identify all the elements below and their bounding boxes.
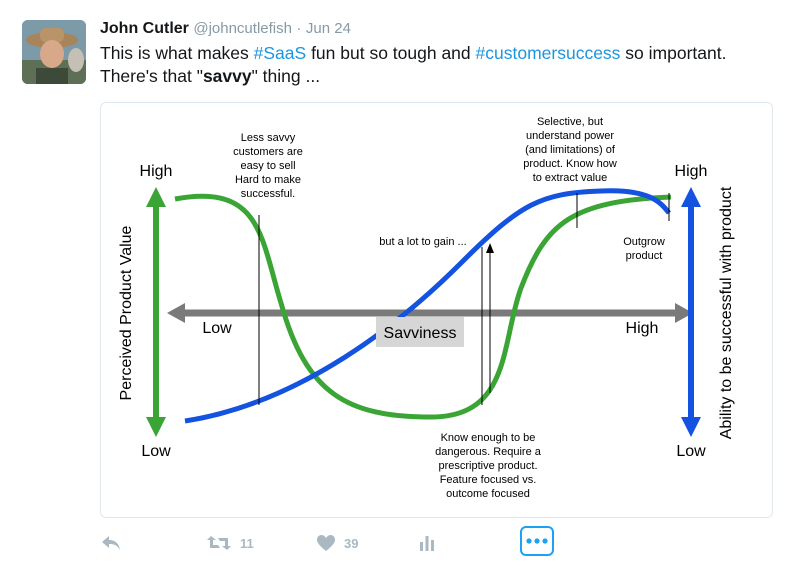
right-axis-down-arrow — [681, 417, 701, 437]
author-name[interactable]: John Cutler — [100, 20, 189, 37]
tweet-text: This is what makes #SaaS fun but so toug… — [100, 42, 750, 88]
left-axis-up-arrow — [146, 187, 166, 207]
heart-icon — [317, 535, 335, 551]
hashtag-customersuccess[interactable]: #customersuccess — [475, 43, 621, 63]
annotation-text: successful. — [241, 188, 295, 200]
tweet-header: John Cutler @johncutlefish · Jun 24 — [100, 20, 351, 38]
right-axis-title: Ability to be successful with product — [718, 186, 735, 439]
right-axis-high: High — [675, 163, 708, 180]
annotation-text: to extract value — [533, 172, 608, 184]
savviness-label: Savviness — [384, 325, 457, 342]
left-axis-low: Low — [141, 443, 171, 460]
author-handle[interactable]: @johncutlefish — [193, 20, 292, 37]
annotation-text: dangerous. Require a — [435, 446, 542, 458]
annotation-text: Feature focused vs. — [440, 474, 537, 486]
analytics-icon — [420, 536, 434, 551]
savviness-diagram: Savviness High Low High Low Low High Per… — [118, 116, 735, 500]
horizontal-axis-right-arrow — [675, 303, 693, 323]
annotation-text: understand power — [526, 130, 614, 142]
annotation-dangerous: Know enough to be dangerous. Require a p… — [435, 432, 542, 500]
annotation-lot-to-gain: but a lot to gain ... — [379, 236, 466, 248]
annotation-text: Less savvy — [241, 132, 296, 144]
reply-button[interactable] — [100, 528, 122, 558]
annotation-text: prescriptive product. — [438, 460, 537, 472]
annotation-less-savvy: Less savvy customers are easy to sell Ha… — [233, 132, 303, 200]
annotation-text: (and limitations) of — [525, 144, 616, 156]
tweet-text-bold: savvy — [202, 66, 252, 86]
more-icon — [526, 538, 548, 544]
reply-icon — [102, 536, 120, 550]
hashtag-saas[interactable]: #SaaS — [253, 43, 307, 63]
more-button[interactable] — [520, 526, 554, 556]
right-axis-low: Low — [676, 443, 706, 460]
media-card[interactable]: Savviness High Low High Low Low High Per… — [100, 102, 773, 518]
annotation-text: outcome focused — [446, 488, 530, 500]
annotation-text: Hard to make — [235, 174, 301, 186]
annotation-arrow — [486, 243, 494, 253]
right-axis-up-arrow — [681, 187, 701, 207]
avatar[interactable] — [22, 20, 86, 84]
analytics-button[interactable] — [418, 528, 436, 558]
horizontal-axis-high: High — [626, 320, 659, 337]
left-axis-down-arrow — [146, 417, 166, 437]
retweet-count: 11 — [240, 535, 254, 551]
annotation-text: product — [626, 250, 663, 262]
tweet-text-part: so important. There's that " — [100, 43, 727, 86]
annotation-selective: Selective, but understand power (and lim… — [523, 116, 617, 184]
perceived-value-curve — [174, 193, 672, 420]
annotation-text: easy to sell — [240, 160, 295, 172]
annotation-outgrow: Outgrow product — [623, 236, 665, 262]
left-axis-high: High — [140, 163, 173, 180]
left-axis-title: Perceived Product Value — [118, 225, 135, 400]
annotation-text: but a lot to gain ... — [379, 236, 466, 248]
tweet-text-part: fun but so tough and — [306, 43, 476, 63]
retweet-icon — [207, 536, 231, 550]
annotation-text: Know enough to be — [441, 432, 536, 444]
tweet-actions: 11 39 — [100, 526, 600, 558]
tweet-text-part: This is what makes — [100, 43, 254, 63]
ability-curve — [184, 188, 671, 424]
horizontal-axis-left-arrow — [167, 303, 185, 323]
tweet-text-part: " thing ... — [251, 66, 321, 86]
retweet-button[interactable]: 11 — [206, 528, 254, 558]
annotation-text: Selective, but — [537, 116, 603, 128]
annotation-text: customers are — [233, 146, 303, 158]
annotation-text: product. Know how — [523, 158, 617, 170]
like-button[interactable]: 39 — [316, 528, 358, 558]
annotation-text: Outgrow — [623, 236, 665, 248]
horizontal-axis-low: Low — [202, 320, 232, 337]
like-count: 39 — [344, 535, 359, 551]
savviness-label-box — [376, 317, 464, 347]
tweet-date[interactable]: Jun 24 — [305, 20, 351, 37]
separator: · — [296, 20, 302, 37]
